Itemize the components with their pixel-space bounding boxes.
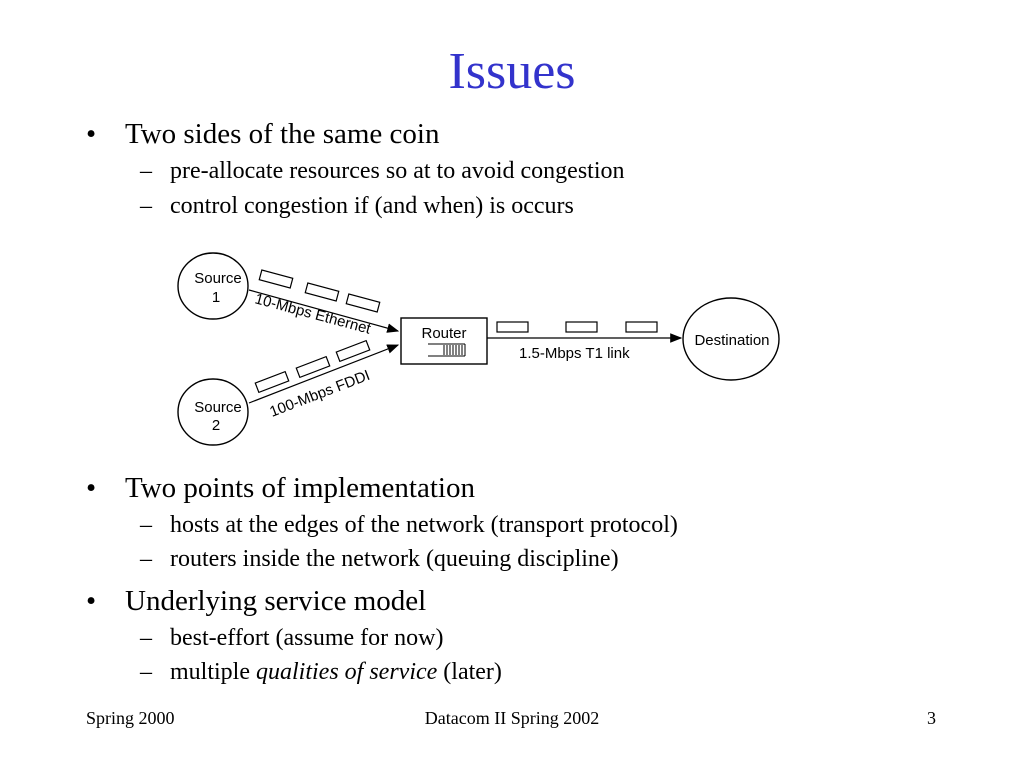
footer-page-number: 3 bbox=[927, 708, 936, 728]
footer-center: Datacom II Spring 2002 bbox=[424, 708, 600, 728]
packet bbox=[304, 282, 340, 302]
source-1-label: Source bbox=[194, 270, 242, 287]
sub-bullet-item: –best-effort (assume for now) bbox=[140, 623, 443, 653]
sub-bullet-item: –routers inside the network (queuing dis… bbox=[140, 544, 619, 574]
packet bbox=[565, 321, 598, 333]
bullet-item: • Two sides of the same coin bbox=[86, 117, 439, 151]
link-arrow-1 bbox=[248, 289, 400, 333]
packet bbox=[625, 321, 658, 333]
bullet-marker: • bbox=[86, 118, 97, 150]
packet bbox=[496, 321, 529, 333]
packet bbox=[295, 355, 331, 379]
sub-bullet-text: best-effort (assume for now) bbox=[170, 625, 444, 651]
packets-link-3 bbox=[496, 321, 658, 333]
source-2-number: 2 bbox=[212, 417, 220, 434]
sub-bullet-item: –pre-allocate resources so at to avoid c… bbox=[140, 156, 625, 186]
link-arrow-2 bbox=[248, 344, 400, 404]
dash-marker: – bbox=[140, 193, 152, 219]
bullet-item: • Underlying service model bbox=[86, 584, 426, 618]
sub-bullet-text-prefix: multiple bbox=[170, 659, 256, 685]
footer-left: Spring 2000 bbox=[86, 708, 175, 728]
sub-bullet-text: hosts at the edges of the network (trans… bbox=[170, 512, 678, 538]
packets-link-1 bbox=[258, 269, 381, 313]
packets-link-2 bbox=[254, 339, 371, 394]
dash-marker: – bbox=[140, 659, 152, 685]
packet bbox=[258, 269, 294, 289]
source-1-node: Source 1 bbox=[177, 252, 249, 320]
bullet-item: • Two points of implementation bbox=[86, 471, 475, 505]
slide-title: Issues bbox=[448, 43, 576, 100]
dash-marker: – bbox=[140, 546, 152, 572]
sub-bullet-text: pre-allocate resources so at to avoid co… bbox=[170, 158, 625, 184]
router-node: Router bbox=[400, 317, 488, 365]
link-label-t1: 1.5-Mbps T1 link bbox=[519, 345, 630, 362]
queue-icon bbox=[428, 343, 466, 357]
dash-marker: – bbox=[140, 512, 152, 538]
packet bbox=[345, 293, 381, 313]
destination-node: Destination bbox=[682, 297, 780, 381]
sub-bullet-item: –multiple qualities of service (later) bbox=[140, 657, 502, 687]
sub-bullet-text: routers inside the network (queuing disc… bbox=[170, 546, 619, 572]
bullet-text: Two sides of the same coin bbox=[125, 118, 440, 150]
bullet-marker: • bbox=[86, 472, 97, 504]
sub-bullet-item: –hosts at the edges of the network (tran… bbox=[140, 510, 678, 540]
sub-bullet-text: control congestion if (and when) is occu… bbox=[170, 193, 574, 219]
dash-marker: – bbox=[140, 625, 152, 651]
packet bbox=[254, 370, 290, 394]
router-label: Router bbox=[421, 325, 466, 342]
bullet-marker: • bbox=[86, 585, 97, 617]
destination-label: Destination bbox=[694, 332, 769, 349]
source-2-label: Source bbox=[194, 399, 242, 416]
packet bbox=[335, 339, 371, 363]
source-2-node: Source 2 bbox=[177, 378, 249, 446]
source-1-number: 1 bbox=[212, 289, 220, 306]
sub-bullet-text-emphasis: qualities of service bbox=[256, 659, 438, 685]
bullet-text: Underlying service model bbox=[125, 585, 427, 617]
sub-bullet-item: –control congestion if (and when) is occ… bbox=[140, 191, 574, 221]
dash-marker: – bbox=[140, 158, 152, 184]
bullet-text: Two points of implementation bbox=[125, 472, 475, 504]
sub-bullet-text-suffix: (later) bbox=[437, 659, 502, 685]
